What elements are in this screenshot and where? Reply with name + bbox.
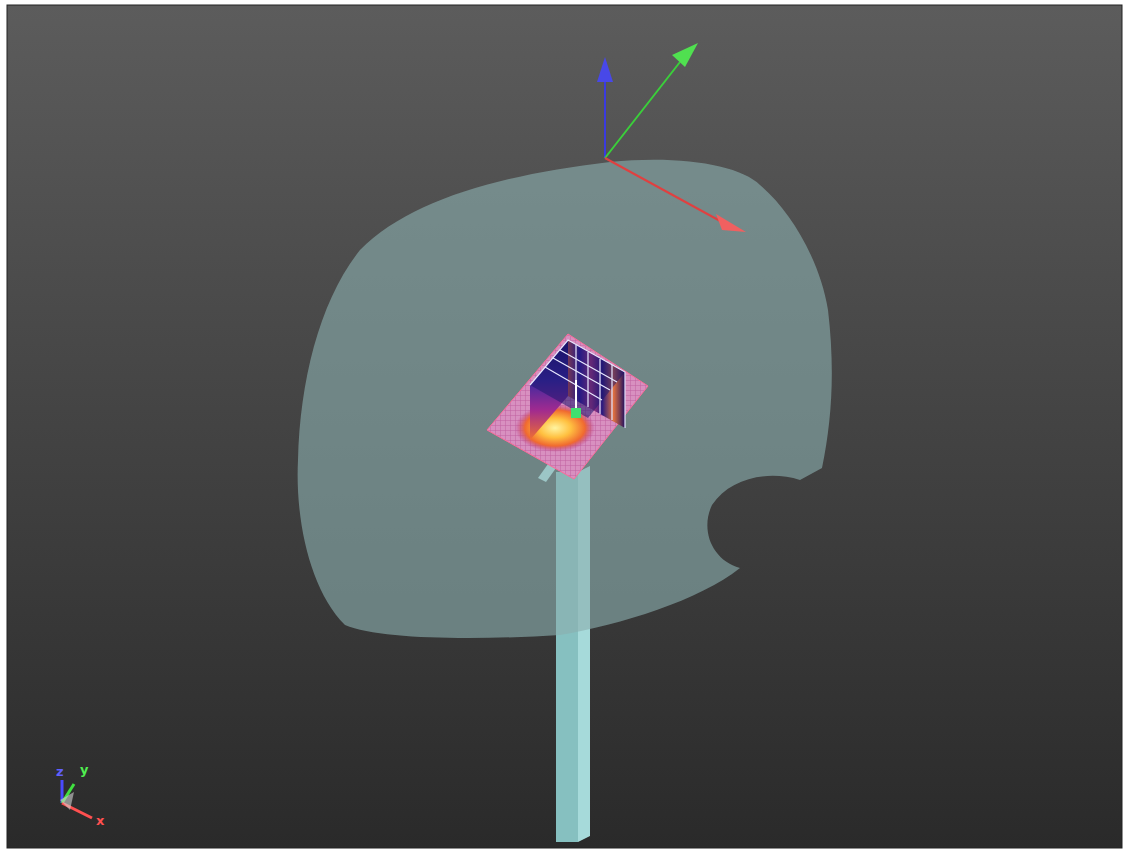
axis-triad (597, 43, 746, 232)
axis-label: x (96, 814, 104, 827)
field-box (530, 340, 625, 440)
orientation-gizmo (60, 780, 92, 818)
head-phantom (298, 160, 832, 638)
axis-label: y (80, 763, 88, 776)
sensor-plane (487, 334, 648, 479)
axis-label: z (56, 765, 64, 778)
